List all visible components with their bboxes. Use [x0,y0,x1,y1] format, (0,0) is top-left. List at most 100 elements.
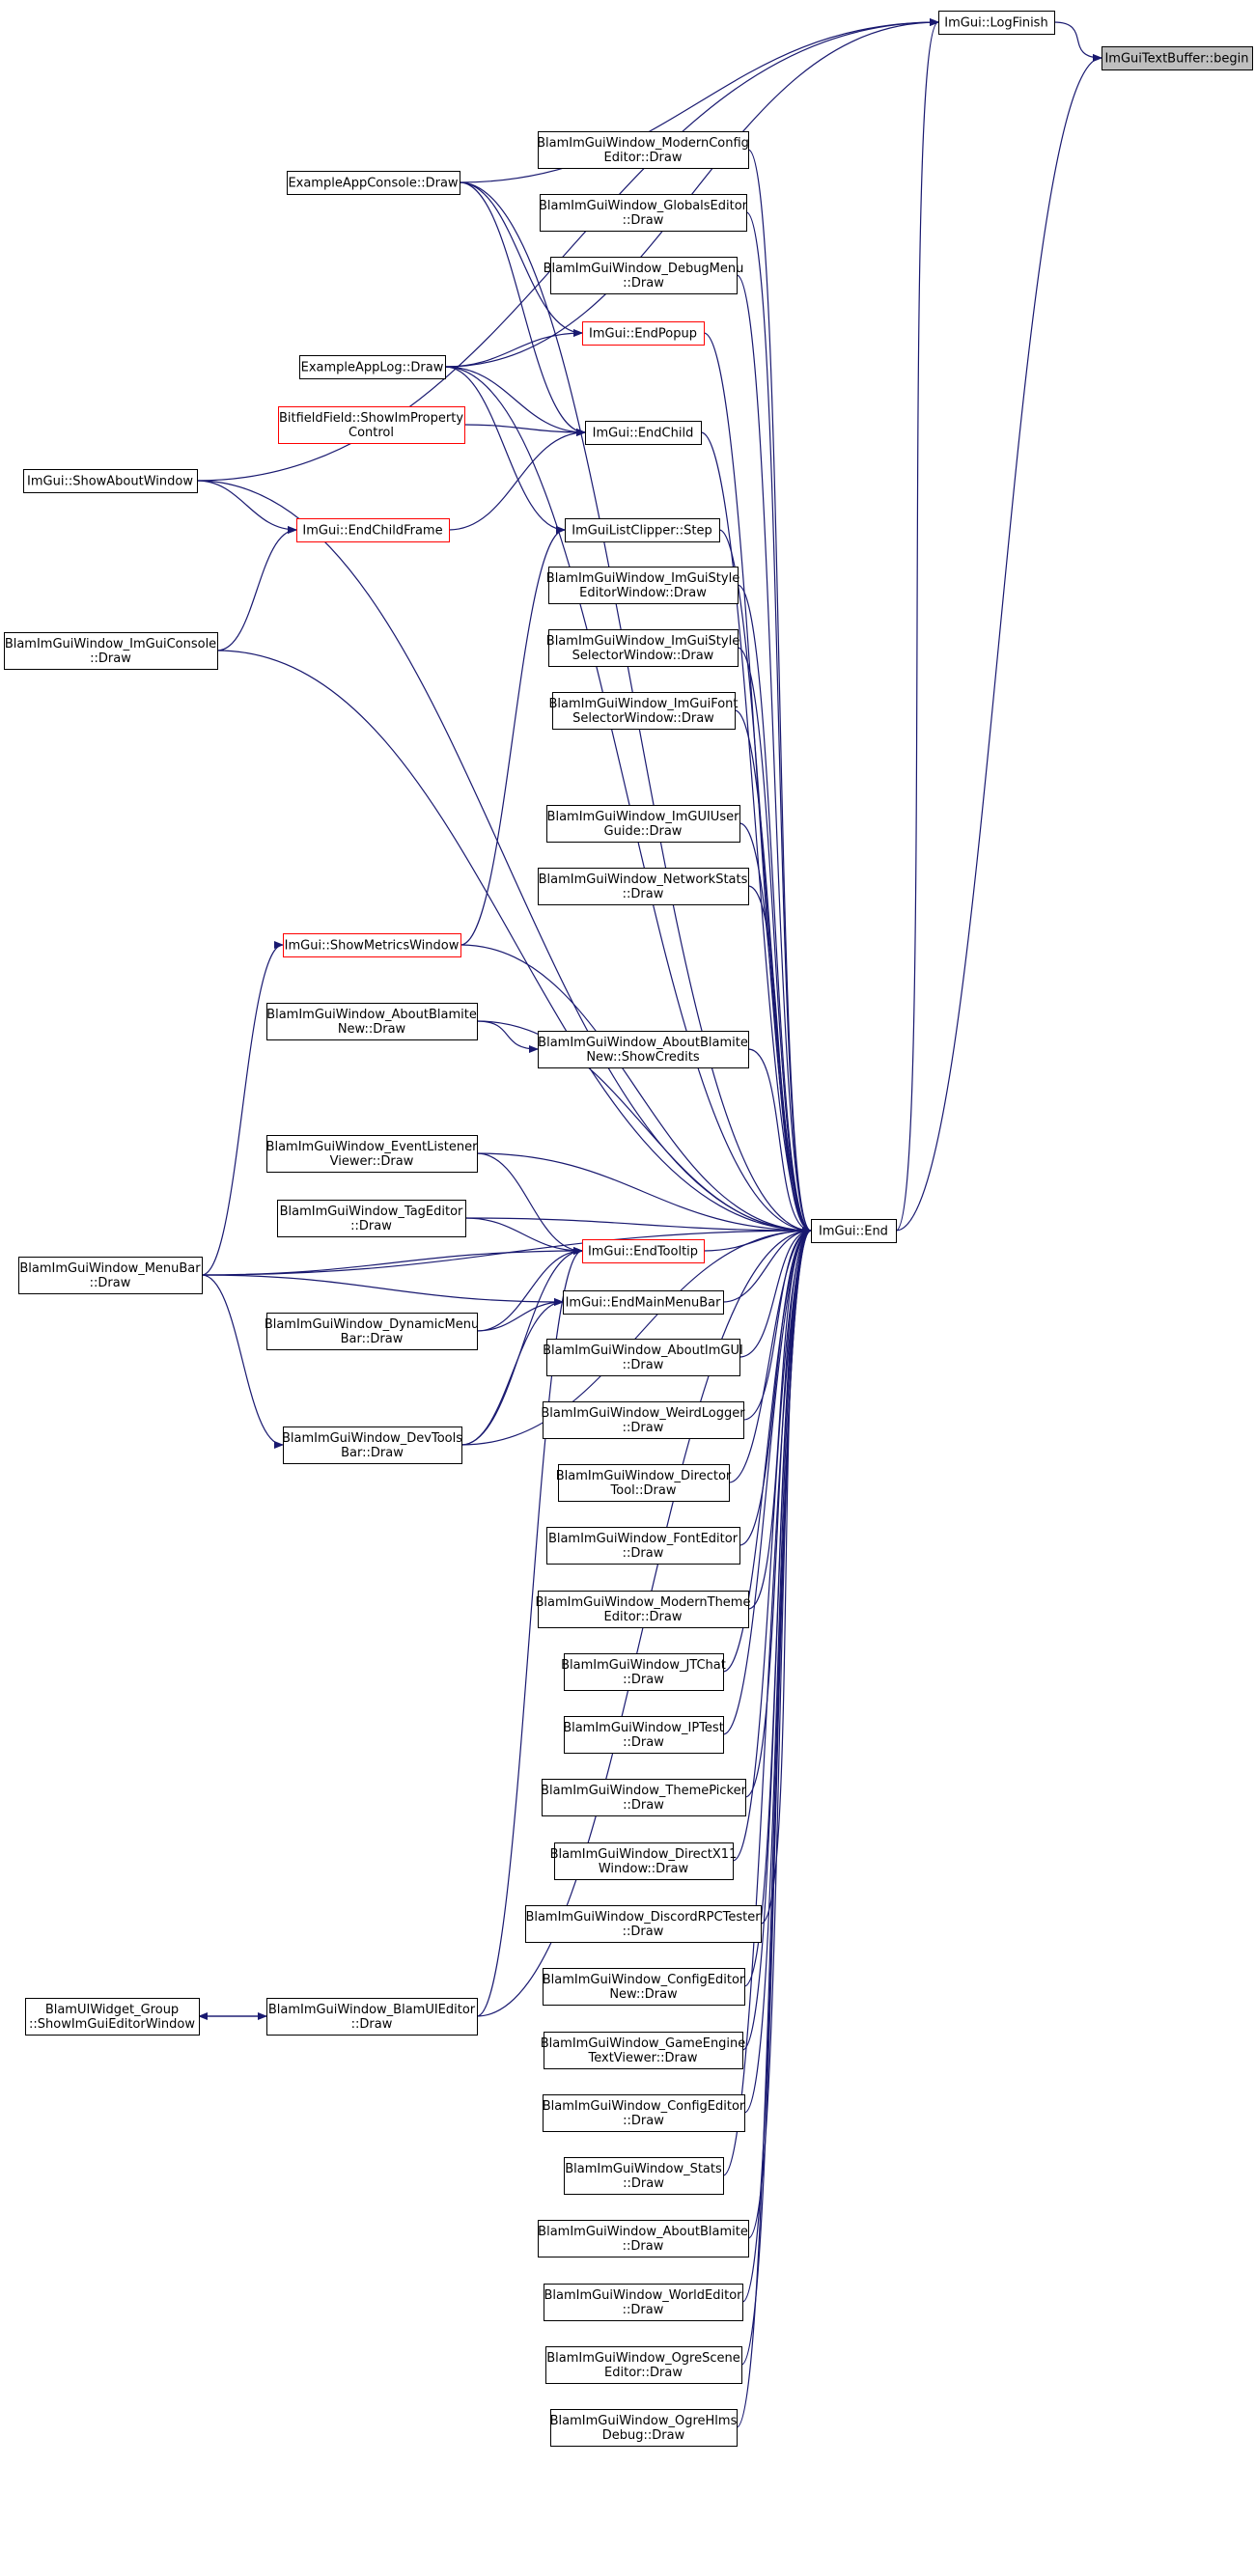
node-blam-aboutimgui-draw[interactable]: BlamImGuiWindow_AboutImGUI::Draw [543,1339,743,1376]
node-blam-stats-draw[interactable]: BlamImGuiWindow_Stats::Draw [564,2157,724,2195]
edge-blam_directortool_draw-to-imgui_end [728,1227,812,1483]
node-box [550,2409,738,2447]
node-blam-imguistyleeditor-draw[interactable]: BlamImGuiWindow_ImGuiStyleEditorWindow::… [546,567,739,604]
node-blamuiwidget-group-show[interactable]: BlamUIWidget_Group::ShowImGuiEditorWindo… [25,1998,200,2036]
node-blam-weirdlogger-draw[interactable]: BlamImGuiWindow_WeirdLogger::Draw [541,1401,745,1439]
node-blam-themepicker-draw[interactable]: BlamImGuiWindow_ThemePicker::Draw [541,1779,747,1816]
edge-blam_imguiconsole_draw-to-imgui_endchildframe [216,526,297,651]
edge-blam_imguistyleeditor_draw-to-imgui_end [737,584,812,1234]
node-blam-globalseditor-draw[interactable]: BlamImGuiWindow_GlobalsEditor::Draw [539,194,748,232]
node-box [277,1200,466,1237]
node-label-line: BlamImGuiWindow_AboutBlamite [538,1036,748,1050]
node-label-line: ImGui::LogFinish [944,16,1047,31]
node-blam-imguistyleselector-draw[interactable]: BlamImGuiWindow_ImGuiStyleSelectorWindow… [546,629,739,667]
node-box [538,131,749,169]
node-blam-aboutblamite-draw[interactable]: BlamImGuiWindow_AboutBlamite::Draw [538,2220,749,2257]
node-imgui-endchild[interactable]: ImGui::EndChild [585,421,702,445]
node-box [552,692,736,730]
node-imgui-showmetricswindow[interactable]: ImGui::ShowMetricsWindow [283,933,461,957]
node-label-line: BlamImGuiWindow_GlobalsEditor [539,199,748,213]
node-example-appconsole-draw[interactable]: ExampleAppConsole::Draw [287,171,460,195]
node-label-line: ::Draw [623,1358,664,1372]
node-blam-discordrpctester-draw[interactable]: BlamImGuiWindow_DiscordRPCTester::Draw [525,1905,762,1943]
node-label-line: BlamImGuiWindow_WorldEditor [544,2288,742,2303]
node-label-line: New::ShowCredits [586,1050,700,1065]
node-box [585,421,702,445]
node-label-line: ::Draw [623,887,664,901]
node-blam-imguiconsole-draw[interactable]: BlamImGuiWindow_ImGuiConsole::Draw [4,632,218,670]
node-label-line: ::Draw [623,1673,664,1687]
node-box [542,1779,746,1816]
node-box [543,1968,745,2006]
node-label-line: Control [349,426,394,440]
edge-blam_menubar_draw-to-imgui_endmainmenubar [201,1274,564,1306]
node-blam-gameenginetextviewer-draw[interactable]: BlamImGuiWindow_GameEngineTextViewer::Dr… [541,2032,746,2069]
edge-blam_weirdlogger_draw-to-imgui_end [742,1227,812,1421]
node-label-line: BlamImGuiWindow_MenuBar [19,1261,201,1276]
node-blam-configeditor-draw[interactable]: BlamImGuiWindow_ConfigEditor::Draw [543,2094,745,2132]
node-imguilistclipper-step[interactable]: ImGuiListClipper::Step [565,518,720,542]
node-blam-imguifontselector-draw[interactable]: BlamImGuiWindow_ImGuiFontSelectorWindow:… [548,692,739,730]
node-imgui-endtooltip[interactable]: ImGui::EndTooltip [582,1239,705,1263]
node-imgui-showaboutwindow[interactable]: ImGui::ShowAboutWindow [23,469,198,493]
node-imgui-end[interactable]: ImGui::End [811,1219,897,1243]
node-label-line: BlamImGuiWindow_AboutBlamite [266,1008,477,1022]
node-imgui-endchildframe[interactable]: ImGui::EndChildFrame [296,518,450,542]
node-imgui-logfinish[interactable]: ImGui::LogFinish [938,11,1055,35]
node-blam-blamuieditor-draw[interactable]: BlamImGuiWindow_BlamUIEditor::Draw [266,1998,478,2036]
node-label-line: BlamImGuiWindow_ModernTheme [536,1595,751,1610]
node-blam-iptest-draw[interactable]: BlamImGuiWindow_IPTest::Draw [563,1716,724,1754]
node-label-line: BlamImGuiWindow_IPTest [563,1721,724,1735]
edge-imgui_end-to-imgui_logfinish [895,18,939,1232]
node-label-line: BlamImGuiWindow_FontEditor [548,1532,739,1546]
node-imgui-endmainmenubar[interactable]: ImGui::EndMainMenuBar [563,1290,724,1315]
node-blam-debugmenu-draw[interactable]: BlamImGuiWindow_DebugMenu::Draw [544,257,744,294]
node-label-line: BlamImGuiWindow_JTChat [561,1658,726,1673]
node-label-line: BlamImGuiWindow_TagEditor [280,1205,463,1219]
node-blam-aboutblamitenew-showcredits[interactable]: BlamImGuiWindow_AboutBlamiteNew::ShowCre… [538,1031,749,1068]
edge-imgui_logfinish-to-imgui_textbuffer_begin [1053,21,1102,62]
node-label-line: New::Draw [609,1987,678,2002]
node-box [563,1290,724,1315]
edge-example_appconsole_draw-to-imgui_endchild [459,181,586,436]
node-label-line: BlamImGuiWindow_ImGuiStyle [546,634,739,649]
edge-blam_directx11window_draw-to-imgui_end [732,1227,812,1862]
node-box [811,1219,897,1243]
node-blam-tageditor-draw[interactable]: BlamImGuiWindow_TagEditor::Draw [277,1200,466,1237]
node-blam-menubar-draw[interactable]: BlamImGuiWindow_MenuBar::Draw [18,1257,203,1294]
node-box [548,629,739,667]
node-box [543,2094,745,2132]
node-imgui-endpopup[interactable]: ImGui::EndPopup [582,321,705,346]
edge-blam_aboutblamitenew_draw-to-blam_aboutblamitenew_showcredits [476,1020,539,1053]
node-label-line: Debug::Draw [602,2428,685,2443]
node-blam-networkstats-draw[interactable]: BlamImGuiWindow_NetworkStats::Draw [538,868,749,905]
node-example-applog-draw[interactable]: ExampleAppLog::Draw [299,355,446,379]
node-label-line: ImGui::ShowMetricsWindow [285,939,460,954]
edge-example_applog_draw-to-imgui_endpopup [444,329,583,368]
node-blam-fonteditor-draw[interactable]: BlamImGuiWindow_FontEditor::Draw [546,1527,740,1565]
node-label-line: TextViewer::Draw [588,2051,698,2065]
node-blam-worldeditor-draw[interactable]: BlamImGuiWindow_WorldEditor::Draw [544,2284,743,2321]
edge-blam_aboutblamite_draw-to-imgui_end [747,1227,812,2239]
node-label-line: BlamImGuiWindow_WeirdLogger [541,1406,745,1421]
edge-example_applog_draw-to-imguilistclipper_step [444,366,566,534]
node-box [538,2220,749,2257]
node-blam-eventlistenerviewer-draw[interactable]: BlamImGuiWindow_EventListenerViewer::Dra… [266,1135,479,1173]
node-label-line: BlamImGuiWindow_BlamUIEditor [268,2003,476,2017]
edge-blam_imguiuserguide_draw-to-imgui_end [739,822,812,1234]
node-blam-jtchat-draw[interactable]: BlamImGuiWindow_JTChat::Draw [561,1653,726,1691]
node-label-line: BlamImGuiWindow_ConfigEditor [543,1973,745,1987]
node-imgui-textbuffer-begin[interactable]: ImGuiTextBuffer::begin [1102,46,1253,70]
